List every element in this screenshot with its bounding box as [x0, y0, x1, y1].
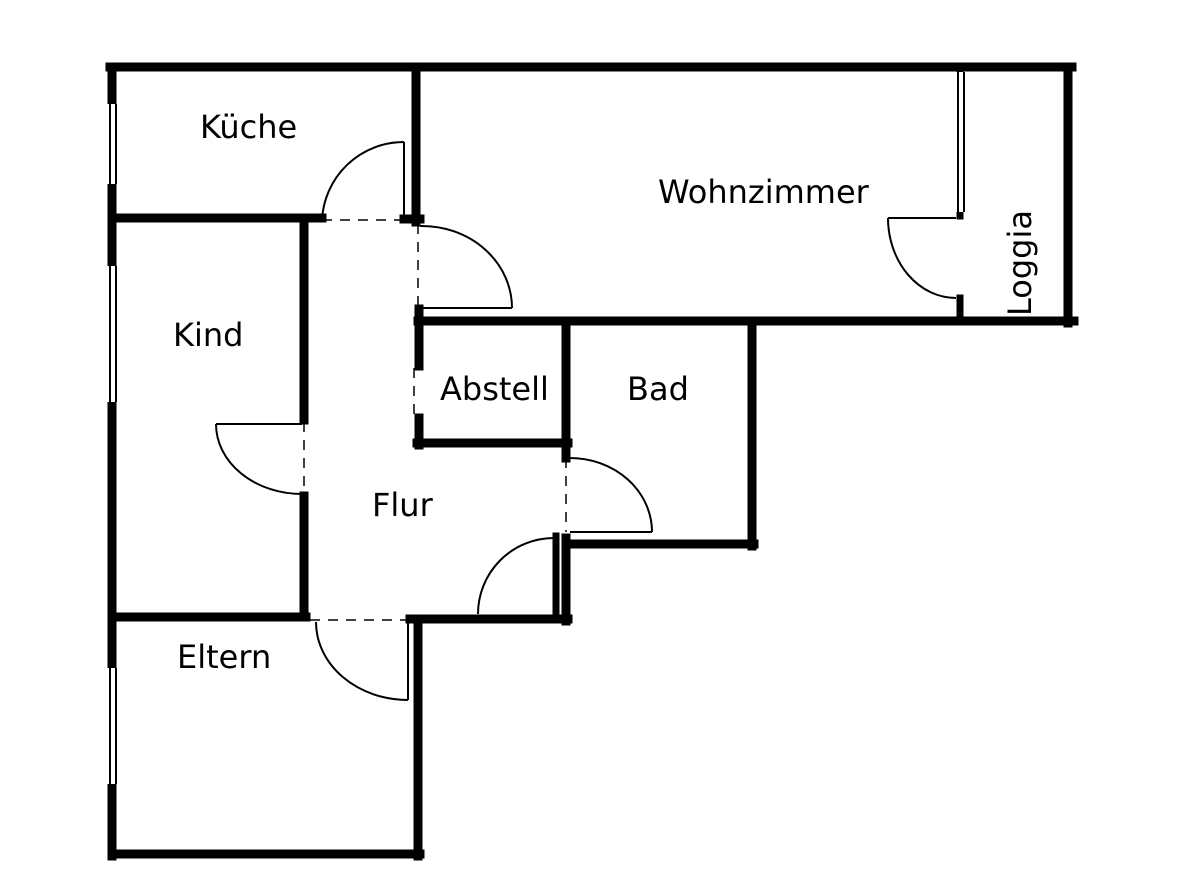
- walls: [105, 62, 1079, 861]
- door-loggia: [887, 217, 957, 299]
- door-eltern: [315, 621, 409, 701]
- windows: [106, 72, 967, 784]
- door-flur-lower: [477, 537, 555, 615]
- doors: [215, 140, 957, 701]
- label-kind: Kind: [173, 316, 243, 354]
- label-abstell: Abstell: [440, 370, 549, 408]
- label-loggia: Loggia: [1001, 210, 1039, 316]
- door-kueche: [321, 140, 405, 221]
- label-eltern: Eltern: [177, 638, 271, 676]
- label-bad: Bad: [627, 370, 689, 408]
- label-flur: Flur: [372, 486, 434, 524]
- openings: [303, 219, 567, 621]
- label-kueche: Küche: [200, 108, 297, 146]
- room-labels: Küche Wohnzimmer Loggia Kind Abstell Bad…: [173, 108, 1039, 676]
- door-bad: [569, 457, 653, 533]
- door-wohnzimmer: [419, 224, 513, 309]
- door-kind: [215, 423, 303, 495]
- label-wohnzimmer: Wohnzimmer: [658, 173, 870, 211]
